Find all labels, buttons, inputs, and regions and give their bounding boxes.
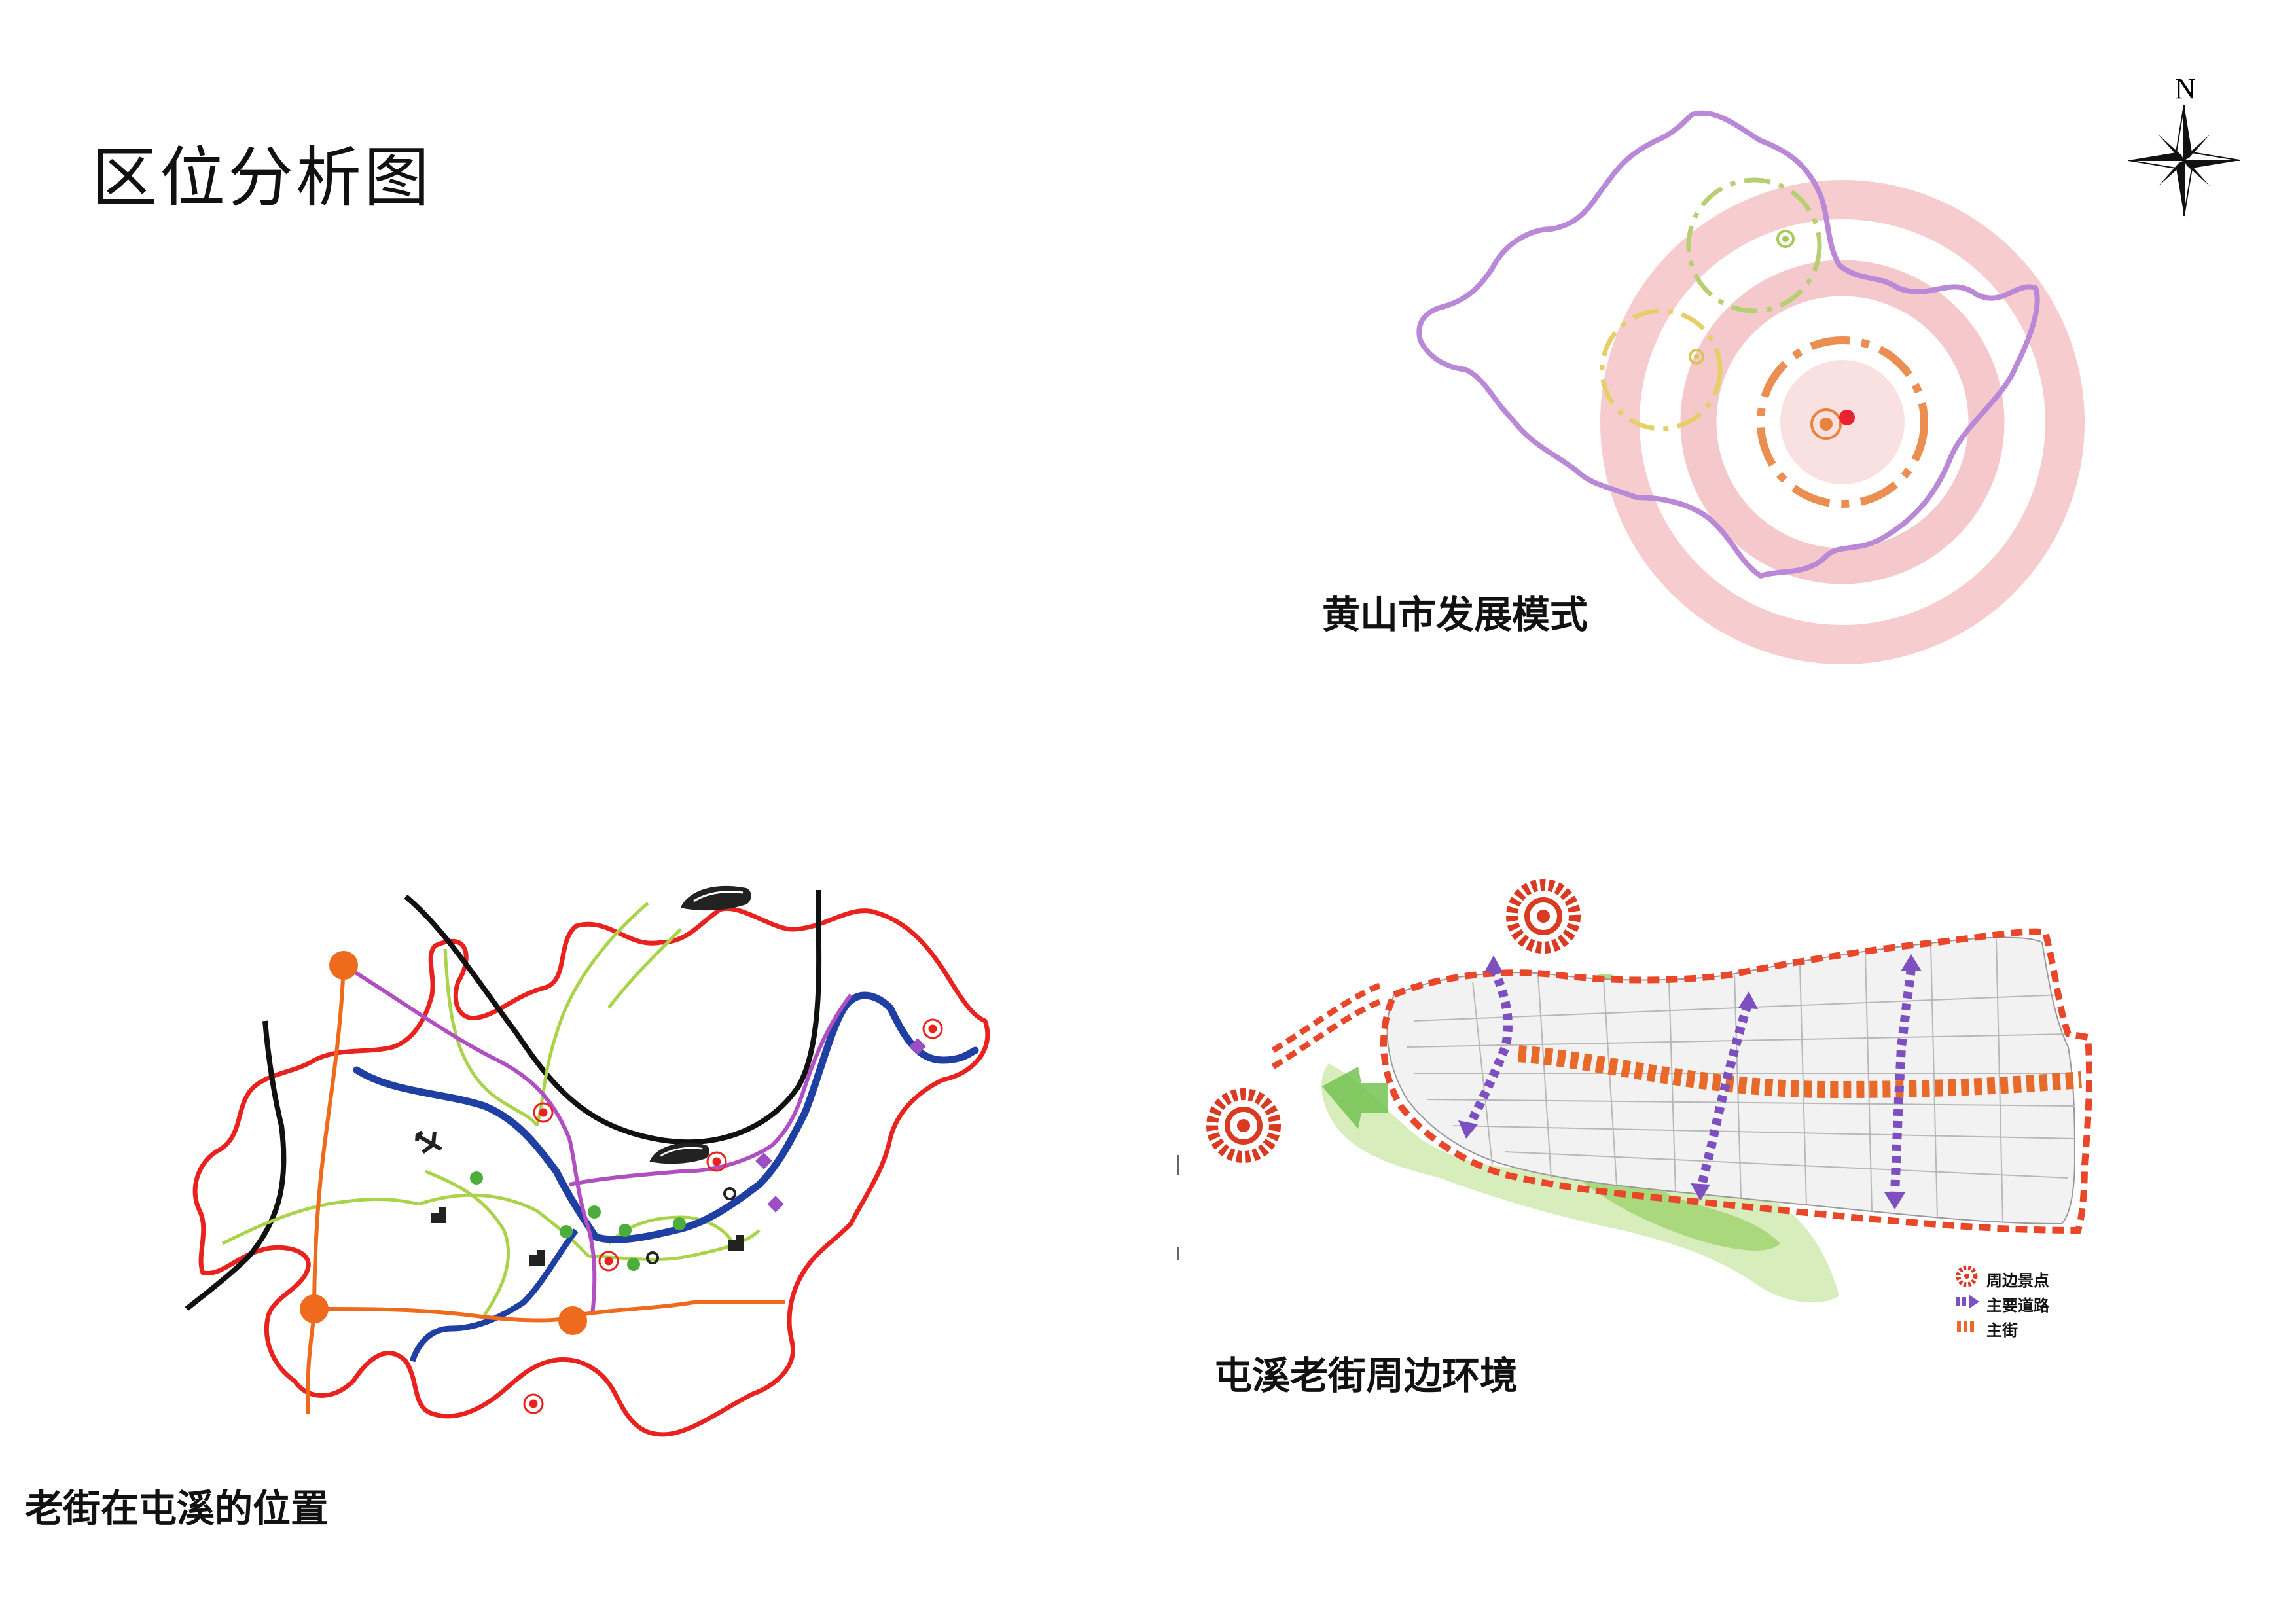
tunxi-boundary xyxy=(192,906,990,1437)
compass-rose-icon: N xyxy=(2128,73,2240,217)
river-line xyxy=(353,991,979,1243)
railway-line xyxy=(404,889,822,1145)
legend-label-main-street: 主街 xyxy=(1986,1321,2018,1340)
tunxi-location-map xyxy=(185,885,990,1437)
train-station-icon xyxy=(649,1143,709,1164)
legend-dashed-street-icon xyxy=(1957,1321,1974,1332)
legend-scenic-spot-icon xyxy=(1956,1265,1978,1287)
airport-icon xyxy=(415,1130,442,1154)
map-legend xyxy=(1956,1265,1979,1332)
legend-label-scenic: 周边景点 xyxy=(1986,1272,2049,1290)
huangshan-boundary xyxy=(1416,110,2040,579)
tunxi-map-caption: 老街在屯溪的位置 xyxy=(25,1486,329,1531)
huangshan-map-caption: 黄山市发展模式 xyxy=(1322,592,1588,637)
north-label: N xyxy=(2175,73,2196,105)
railway-line-west xyxy=(185,1020,287,1311)
scenic-spot-icon xyxy=(1506,879,1581,954)
legend-arrow-road-icon xyxy=(1956,1294,1979,1309)
legend-label-road: 主要道路 xyxy=(1986,1296,2049,1315)
scenic-spot-icon xyxy=(1206,1088,1281,1163)
page-title: 区位分析图 xyxy=(92,139,432,216)
train-station-icon xyxy=(681,885,751,911)
huangshan-development-map xyxy=(1416,110,2085,664)
old-street-map-caption: 屯溪老街周边环境 xyxy=(1214,1353,1518,1398)
old-street-environment-map xyxy=(1177,879,2093,1332)
